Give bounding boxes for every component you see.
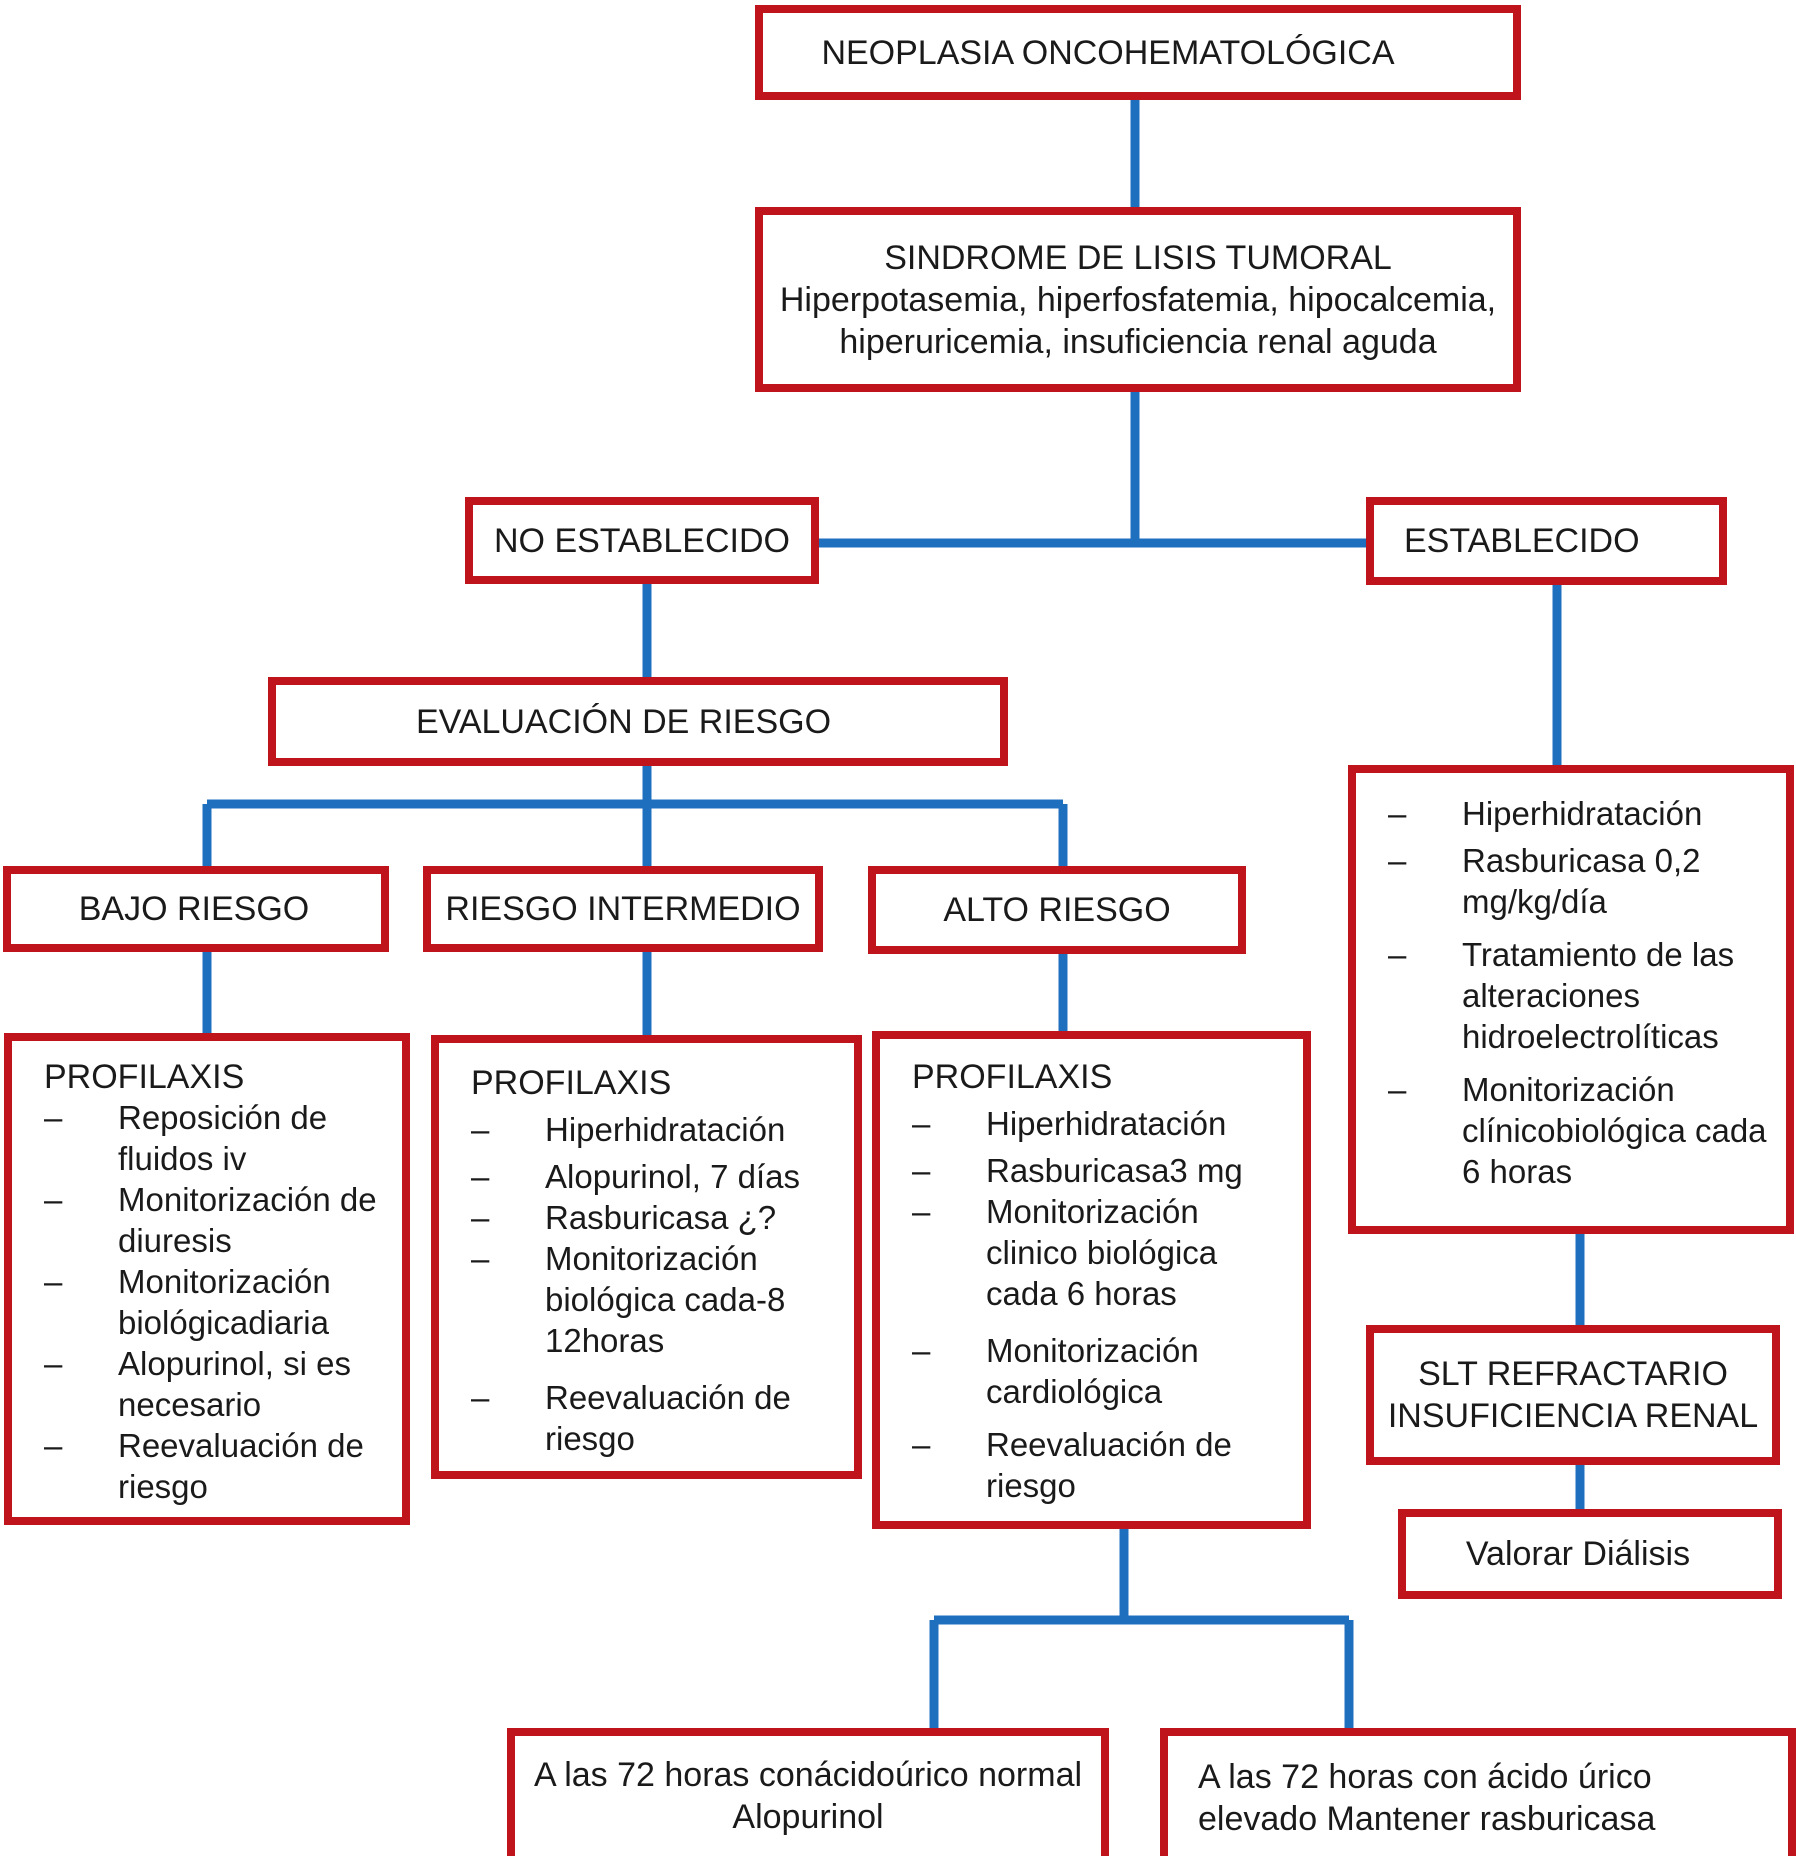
list-item: –Tratamiento de las alteraciones hidroel… (1388, 936, 1735, 1055)
elevado-line-1: A las 72 horas con ácido úrico (1198, 1758, 1652, 1796)
sindrome-line-1: Hiperpotasemia, hiperfosfatemia, hipocal… (779, 280, 1497, 319)
sindrome-line-2: hiperuricemia, insuficiencia renal aguda (839, 322, 1437, 361)
list-item: –Rasburicasa 0,2 mg/kg/día (1388, 842, 1701, 920)
intermedio-profilaxis-header: PROFILAXIS (471, 1064, 672, 1102)
list-item: –Rasburicasa ¿? (471, 1199, 777, 1236)
alto-riesgo-box: ALTO RIESGO (868, 866, 1246, 954)
list-item: –Monitorización de diuresis (44, 1181, 377, 1259)
sindrome-title: SINDROME DE LISIS TUMORAL (884, 238, 1392, 277)
establecido-tratamiento-box: –Hiperhidratación –Rasburicasa 0,2 mg/kg… (1348, 765, 1794, 1234)
list-item: –Reevaluación de riesgo (44, 1427, 364, 1505)
bajo-riesgo-box: BAJO RIESGO (3, 866, 389, 952)
elevado-line-2: elevado Mantener rasburicasa (1198, 1800, 1656, 1838)
normal-line-1: A las 72 horas conácidoúrico normal (533, 1756, 1083, 1794)
no-establecido-box: NO ESTABLECIDO (465, 497, 819, 584)
intermedio-profilaxis-box: PROFILAXIS –Hiperhidratación –Alopurinol… (431, 1035, 862, 1479)
neoplasia-box: NEOPLASIA ONCOHEMATOLÓGICA (755, 5, 1521, 100)
no-establecido-label: NO ESTABLECIDO (494, 521, 790, 560)
intermedio-profilaxis-list: –Hiperhidratación –Alopurinol, 7 días –R… (471, 1109, 844, 1459)
list-item: –Monitorización biológica cada-8 12horas (471, 1240, 786, 1359)
dialisis-label: Valorar Diálisis (1465, 1535, 1691, 1573)
list-item: –Monitorización biológicadiaria (44, 1263, 331, 1341)
list-item: –Alopurinol, 7 días (471, 1158, 800, 1195)
alto-profilaxis-box: PROFILAXIS –Hiperhidratación –Rasburicas… (872, 1031, 1311, 1529)
alto-riesgo-label: ALTO RIESGO (943, 891, 1171, 929)
establecido-box: ESTABLECIDO (1366, 497, 1727, 585)
list-item: –Reposición de fluidos iv (44, 1099, 328, 1177)
refractario-line-1: SLT REFRACTARIO (1418, 1355, 1728, 1393)
bajo-riesgo-label: BAJO RIESGO (78, 890, 310, 928)
list-item: –Alopurinol, si es necesario (44, 1345, 351, 1423)
list-item: –Monitorización cardiológica (912, 1332, 1199, 1410)
list-item: –Hiperhidratación (1388, 795, 1703, 832)
riesgo-intermedio-label: RIESGO INTERMEDIO (445, 890, 801, 928)
refractario-box: SLT REFRACTARIO INSUFICIENCIA RENAL (1366, 1325, 1780, 1465)
acido-urico-elevado-box: A las 72 horas con ácido úrico elevado M… (1160, 1728, 1796, 1856)
establecido-tratamiento-list: –Hiperhidratación –Rasburicasa 0,2 mg/kg… (1388, 793, 1780, 1192)
list-item: –Rasburicasa3 mg (912, 1152, 1243, 1189)
establecido-label: ESTABLECIDO (1404, 522, 1640, 560)
bajo-profilaxis-header: PROFILAXIS (44, 1058, 245, 1096)
list-item: –Hiperhidratación (912, 1105, 1227, 1142)
alto-profilaxis-list: –Hiperhidratación –Rasburicasa3 mg –Moni… (912, 1103, 1293, 1506)
evaluacion-label: EVALUACIÓN DE RIESGO (416, 702, 832, 741)
acido-urico-normal-box: A las 72 horas conácidoúrico normal Alop… (507, 1728, 1109, 1856)
bajo-profilaxis-list: –Reposición de fluidos iv –Monitorizació… (44, 1097, 394, 1507)
sindrome-box: SINDROME DE LISIS TUMORAL Hiperpotasemia… (755, 207, 1521, 392)
bajo-profilaxis-box: PROFILAXIS –Reposición de fluidos iv –Mo… (4, 1033, 410, 1525)
alto-profilaxis-header: PROFILAXIS (912, 1058, 1113, 1096)
riesgo-intermedio-box: RIESGO INTERMEDIO (423, 866, 823, 952)
list-item: –Reevaluación de riesgo (471, 1379, 791, 1457)
list-item: –Reevaluación de riesgo (912, 1426, 1232, 1504)
list-item: –Hiperhidratación (471, 1111, 786, 1148)
list-item: –Monitorización clinico biológica cada 6… (912, 1193, 1218, 1312)
normal-line-2: Alopurinol (732, 1798, 884, 1836)
evaluacion-box: EVALUACIÓN DE RIESGO (268, 677, 1008, 766)
refractario-line-2: INSUFICIENCIA RENAL (1387, 1397, 1759, 1435)
dialisis-box: Valorar Diálisis (1398, 1509, 1782, 1599)
list-item: –Monitorización clínicobiológica cada 6 … (1388, 1071, 1767, 1190)
neoplasia-title: NEOPLASIA ONCOHEMATOLÓGICA (821, 33, 1395, 72)
